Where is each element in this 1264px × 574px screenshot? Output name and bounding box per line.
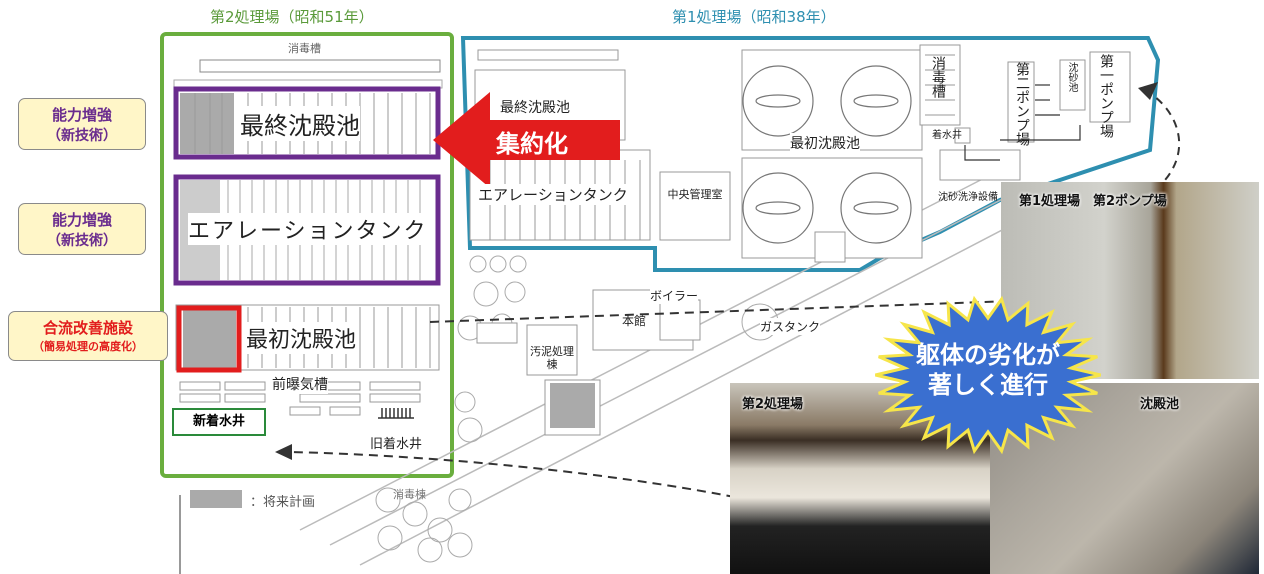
- plant1-disinfection-label: 消毒槽: [930, 56, 946, 98]
- plant2-aeration-label: エアレーションタンク: [188, 213, 428, 245]
- callout-2-line1: 能力増強: [51, 211, 112, 229]
- future-plan-block: [550, 383, 595, 428]
- photo-2-title: 第2処理場: [742, 397, 804, 412]
- gas-tank-label: ガスタンク: [760, 318, 821, 335]
- photo-1-title: 第1処理場 第2ポンプ場: [1019, 194, 1167, 209]
- plant1-final-sed-label: 最終沈殿池: [500, 100, 570, 116]
- callout-capacity-increase-2: 能力増強 （新技術）: [18, 203, 146, 255]
- main-building-label: 本館: [622, 314, 647, 328]
- legend-text: ：将来計画: [250, 495, 316, 510]
- plant2-disinfection-label: 消毒槽: [288, 42, 321, 55]
- plant2-final-sed-label: 最終沈殿池: [240, 106, 360, 141]
- plant1-inlet-label: 着水井: [932, 130, 962, 141]
- boiler-label: ボイラー: [650, 287, 699, 304]
- deterioration-burst: [875, 295, 1101, 455]
- disinfection-building-label: 消毒棟: [393, 488, 426, 501]
- cso-facility-box: [176, 305, 242, 373]
- plant1-title: 第1処理場（昭和38年）: [672, 8, 836, 26]
- plant1-sand-wash-label: 沈砂洗浄設備: [938, 192, 998, 203]
- deterioration-line1: 躯体の劣化が: [916, 341, 1060, 369]
- callout-3-line1: 合流改善施設: [42, 319, 133, 337]
- new-inlet-well-label: 新着水井: [172, 408, 266, 436]
- plant2-title: 第2処理場（昭和51年）: [210, 8, 374, 26]
- plant2-boundary: [160, 32, 454, 478]
- sludge-building-label: 汚泥処理棟: [530, 345, 574, 371]
- callout-cso-improvement: 合流改善施設 （簡易処理の高度化）: [8, 311, 168, 361]
- consolidation-arrow: [433, 92, 620, 188]
- plant1-grit-label: 沈砂池: [1066, 62, 1077, 92]
- callout-2-line2: （新技術）: [47, 233, 117, 249]
- plant1-pump1-label: 第一ポンプ場: [1098, 54, 1114, 138]
- callout-1-line1: 能力増強: [51, 106, 112, 124]
- callout-1-line2: （新技術）: [47, 128, 117, 144]
- plant2-old-inlet-label: 旧着水井: [370, 437, 423, 452]
- final-sed-tank-2: [173, 86, 441, 160]
- photo-3-title: 沈殿池: [1140, 397, 1180, 412]
- deterioration-text: 躯体の劣化が 著しく進行: [888, 340, 1088, 400]
- plant1-primary-sed-label: 最初沈殿池: [790, 133, 860, 153]
- plant2-pre-aeration-label: 前曝気槽: [272, 374, 328, 394]
- plant1-central-control-label: 中央管理室: [667, 188, 723, 201]
- callout-capacity-increase-1: 能力増強 （新技術）: [18, 98, 146, 150]
- plant1-aeration-label: エアレーションタンク: [478, 184, 628, 205]
- deterioration-line2: 著しく進行: [928, 371, 1048, 399]
- consolidation-label: 集約化: [496, 130, 568, 158]
- plant2-primary-sed-label: 最初沈殿池: [246, 322, 357, 354]
- callout-3-line2: （簡易処理の高度化）: [33, 340, 143, 353]
- plant1-pump2-label: 第二ポンプ場: [1014, 62, 1030, 146]
- legend-swatch: [190, 490, 242, 508]
